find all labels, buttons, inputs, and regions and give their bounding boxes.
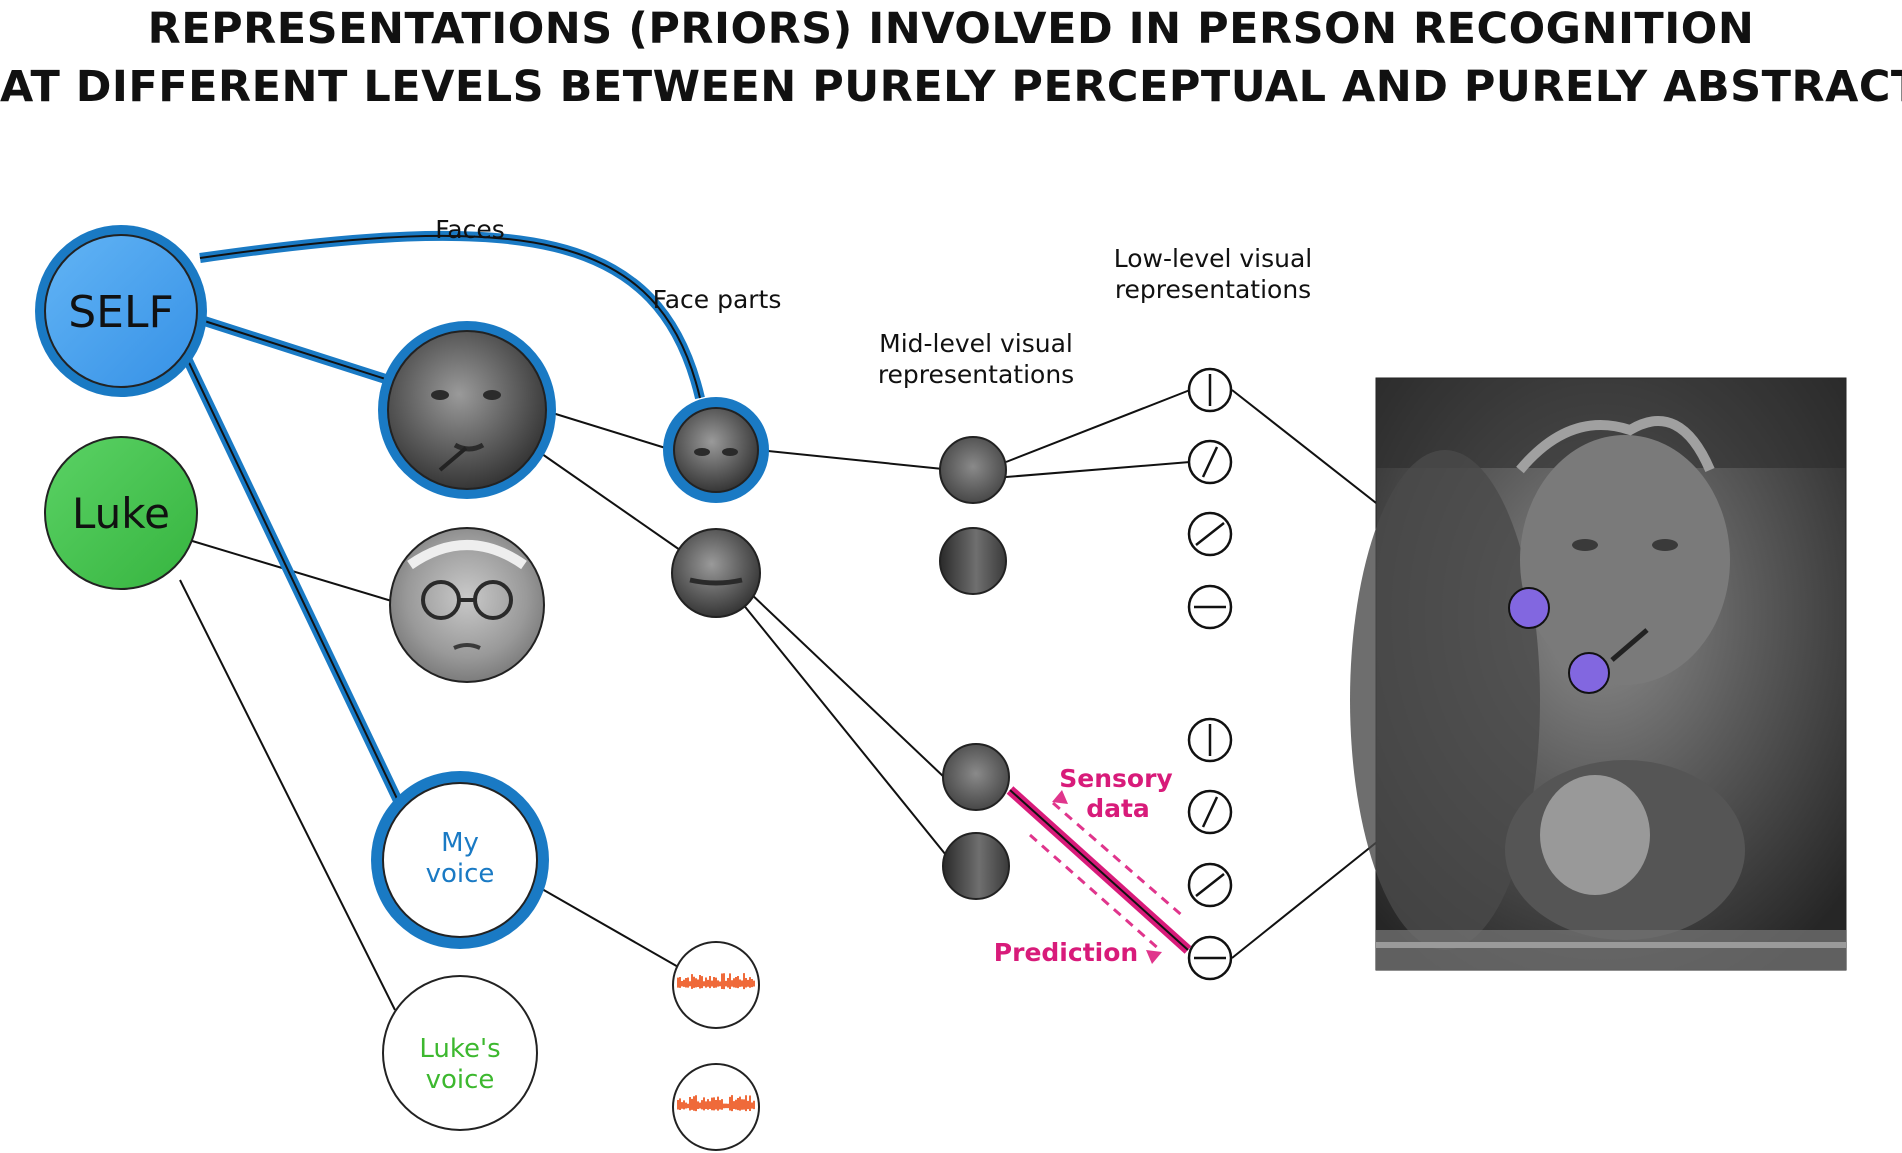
lukes-voice-label-2: voice	[426, 1065, 495, 1095]
low-level-nodes	[1187, 367, 1233, 981]
mid-level-label-2: representations	[878, 360, 1074, 389]
face-parts-label: Face parts	[653, 285, 782, 314]
pixel-node-2	[1568, 652, 1610, 694]
pixel-node-1	[1508, 587, 1550, 629]
low-level-node-vertical-2	[1187, 717, 1233, 763]
title-line-2: AT DIFFERENT LEVELS BETWEEN PURELY PERCE…	[0, 62, 1902, 112]
pixel-nodes	[1508, 587, 1610, 694]
voice-part-waveform-2	[672, 1063, 760, 1151]
low-level-node-diagonal-1	[1187, 439, 1233, 485]
edge-mouth-to-mid-1	[748, 591, 946, 779]
mid-level-label-1: Mid-level visual	[879, 329, 1073, 358]
edge-mouth-to-mid-2	[741, 602, 951, 861]
voice-part-waveform-1	[672, 941, 760, 1029]
luke-node: Luke	[44, 436, 198, 590]
prediction-label: Prediction	[994, 938, 1138, 967]
sensory-data-label-2: data	[1086, 794, 1150, 823]
edge-luke-to-lukes-voice	[179, 579, 396, 1011]
sensory-data-arrow	[1052, 801, 1186, 920]
mid-level-node-4	[942, 832, 1010, 900]
low-level-label-2: representations	[1115, 275, 1311, 304]
low-level-node-horizontal-2	[1187, 935, 1233, 981]
my-voice-node: My voice	[371, 771, 549, 949]
self-face-node	[378, 321, 556, 499]
input-photo	[1350, 377, 1847, 971]
low-level-label-1: Low-level visual	[1114, 244, 1313, 273]
figure-title: REPRESENTATIONS (PRIORS) INVOLVED IN PER…	[0, 0, 1902, 116]
my-voice-label-2: voice	[426, 859, 495, 889]
face-part-mouth-node	[671, 528, 761, 618]
self-connections	[178, 230, 705, 808]
edge-eyes-to-mid	[757, 449, 944, 470]
low-level-node-horizontal-1	[1187, 584, 1233, 630]
column-labels: Faces Face parts Mid-level visual repres…	[435, 215, 1312, 389]
edge-mid-to-low-1	[1005, 389, 1191, 463]
title-line-1: REPRESENTATIONS (PRIORS) INVOLVED IN PER…	[147, 4, 1755, 54]
mid-level-node-3	[942, 743, 1010, 811]
luke-label: Luke	[72, 489, 170, 538]
face-part-eyes-node	[663, 397, 769, 503]
prediction-error-link: Sensory data Prediction	[994, 764, 1192, 967]
lukes-voice-node: Luke's voice	[382, 975, 538, 1131]
sensory-data-label-1: Sensory	[1059, 764, 1172, 793]
edge-self-face-to-eyes	[545, 410, 673, 451]
low-level-node-diagonal-2	[1187, 789, 1233, 835]
lukes-voice-label-1: Luke's	[419, 1034, 500, 1064]
mid-level-node-2	[939, 527, 1007, 595]
mid-level-node-1	[939, 436, 1007, 504]
edge-self-face-to-mouth	[531, 446, 681, 551]
low-level-node-oblique-2	[1187, 862, 1233, 908]
low-level-node-vertical-1	[1187, 367, 1233, 413]
edge-mid-to-low-2	[1005, 461, 1191, 478]
prediction-arrow	[1029, 833, 1161, 952]
mid-level-nodes	[939, 436, 1010, 900]
edge-my-voice-to-waveform	[534, 884, 681, 969]
self-label: SELF	[68, 287, 174, 338]
faces-label: Faces	[435, 215, 505, 244]
low-level-node-oblique-1	[1187, 511, 1233, 557]
my-voice-label-1: My	[441, 828, 479, 858]
luke-face-node	[389, 527, 545, 683]
self-node: SELF	[35, 225, 207, 397]
